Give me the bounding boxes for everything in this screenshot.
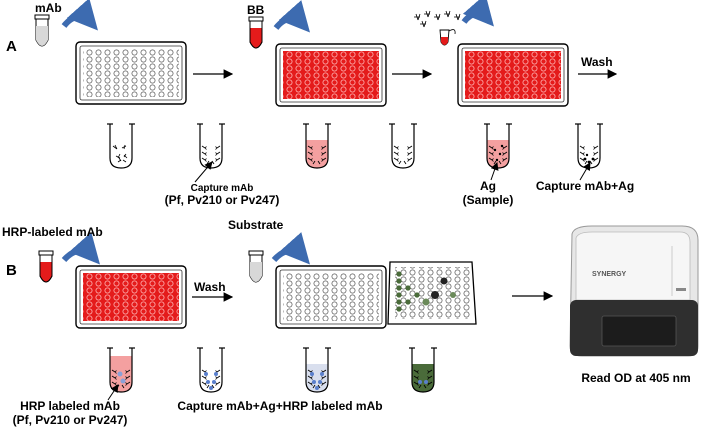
wash-label-b: Wash [194,280,226,294]
complex-label-a: Capture mAb+Ag [535,179,635,193]
reader-brand: SYNERGY [592,271,627,278]
substrate-label: Substrate [228,218,284,232]
plate-result [387,261,477,325]
mab-label: mAb [35,1,62,15]
reaction-tube-ag [483,123,513,169]
reaction-tube-substrate [302,347,332,393]
reaction-tube-washed [196,347,226,393]
panel-b-label: B [6,262,17,279]
reaction-tube-green [408,347,438,393]
plate-reader: SYNERGY [569,225,699,357]
reaction-tube-mab [106,123,136,169]
plate-red-1 [275,43,387,107]
hrp-tube [38,250,54,283]
complex-label-b: Capture mAb+Ag+HRP labeled mAb [177,399,383,413]
capture-label-line2: (Pf, Pv210 or Pv247) [164,193,280,207]
curved-arrow-icon [61,232,100,265]
ag-label-line2: (Sample) [462,193,514,207]
ag-label-line1: Ag [480,179,496,193]
sample-tube [439,29,456,46]
panel-a-label: A [6,38,17,55]
hrp-label-line1: HRP labeled mAb [20,399,120,413]
curved-arrow-icon [273,0,310,33]
plate-white-1 [75,41,187,105]
plate-red-3 [75,265,187,329]
hrp-label-line2: (Pf, Pv210 or Pv247) [12,413,128,427]
panel-b: SYNERGY [38,225,699,401]
read-label: Read OD at 405 nm [581,371,691,385]
pointer-arrow [490,162,499,181]
mab-tube [34,14,50,47]
wash-label-a: Wash [581,55,613,69]
plate-red-2 [457,43,569,107]
pointer-arrow [107,384,119,401]
plate-white-2 [275,265,387,329]
pointer-arrow [579,162,591,181]
reaction-tube-capture [196,123,226,169]
pointer-arrow [194,161,213,183]
panel-a [34,0,618,183]
curved-arrow-icon [61,0,98,31]
reaction-tube-complex [574,123,604,169]
reaction-tube-blocked [388,123,418,169]
curved-arrow-icon [271,232,310,265]
reaction-tube-hrp [106,347,136,393]
reaction-tube-bb [302,123,332,169]
hrp-reagent-label: HRP-labeled mAb [2,225,103,239]
mosquito-icon [414,10,461,28]
bb-label: BB [247,3,265,17]
bb-tube [248,16,264,49]
curved-arrow-icon [461,0,494,27]
substrate-tube [248,250,264,283]
capture-label-line1: Capture mAb [190,183,254,194]
